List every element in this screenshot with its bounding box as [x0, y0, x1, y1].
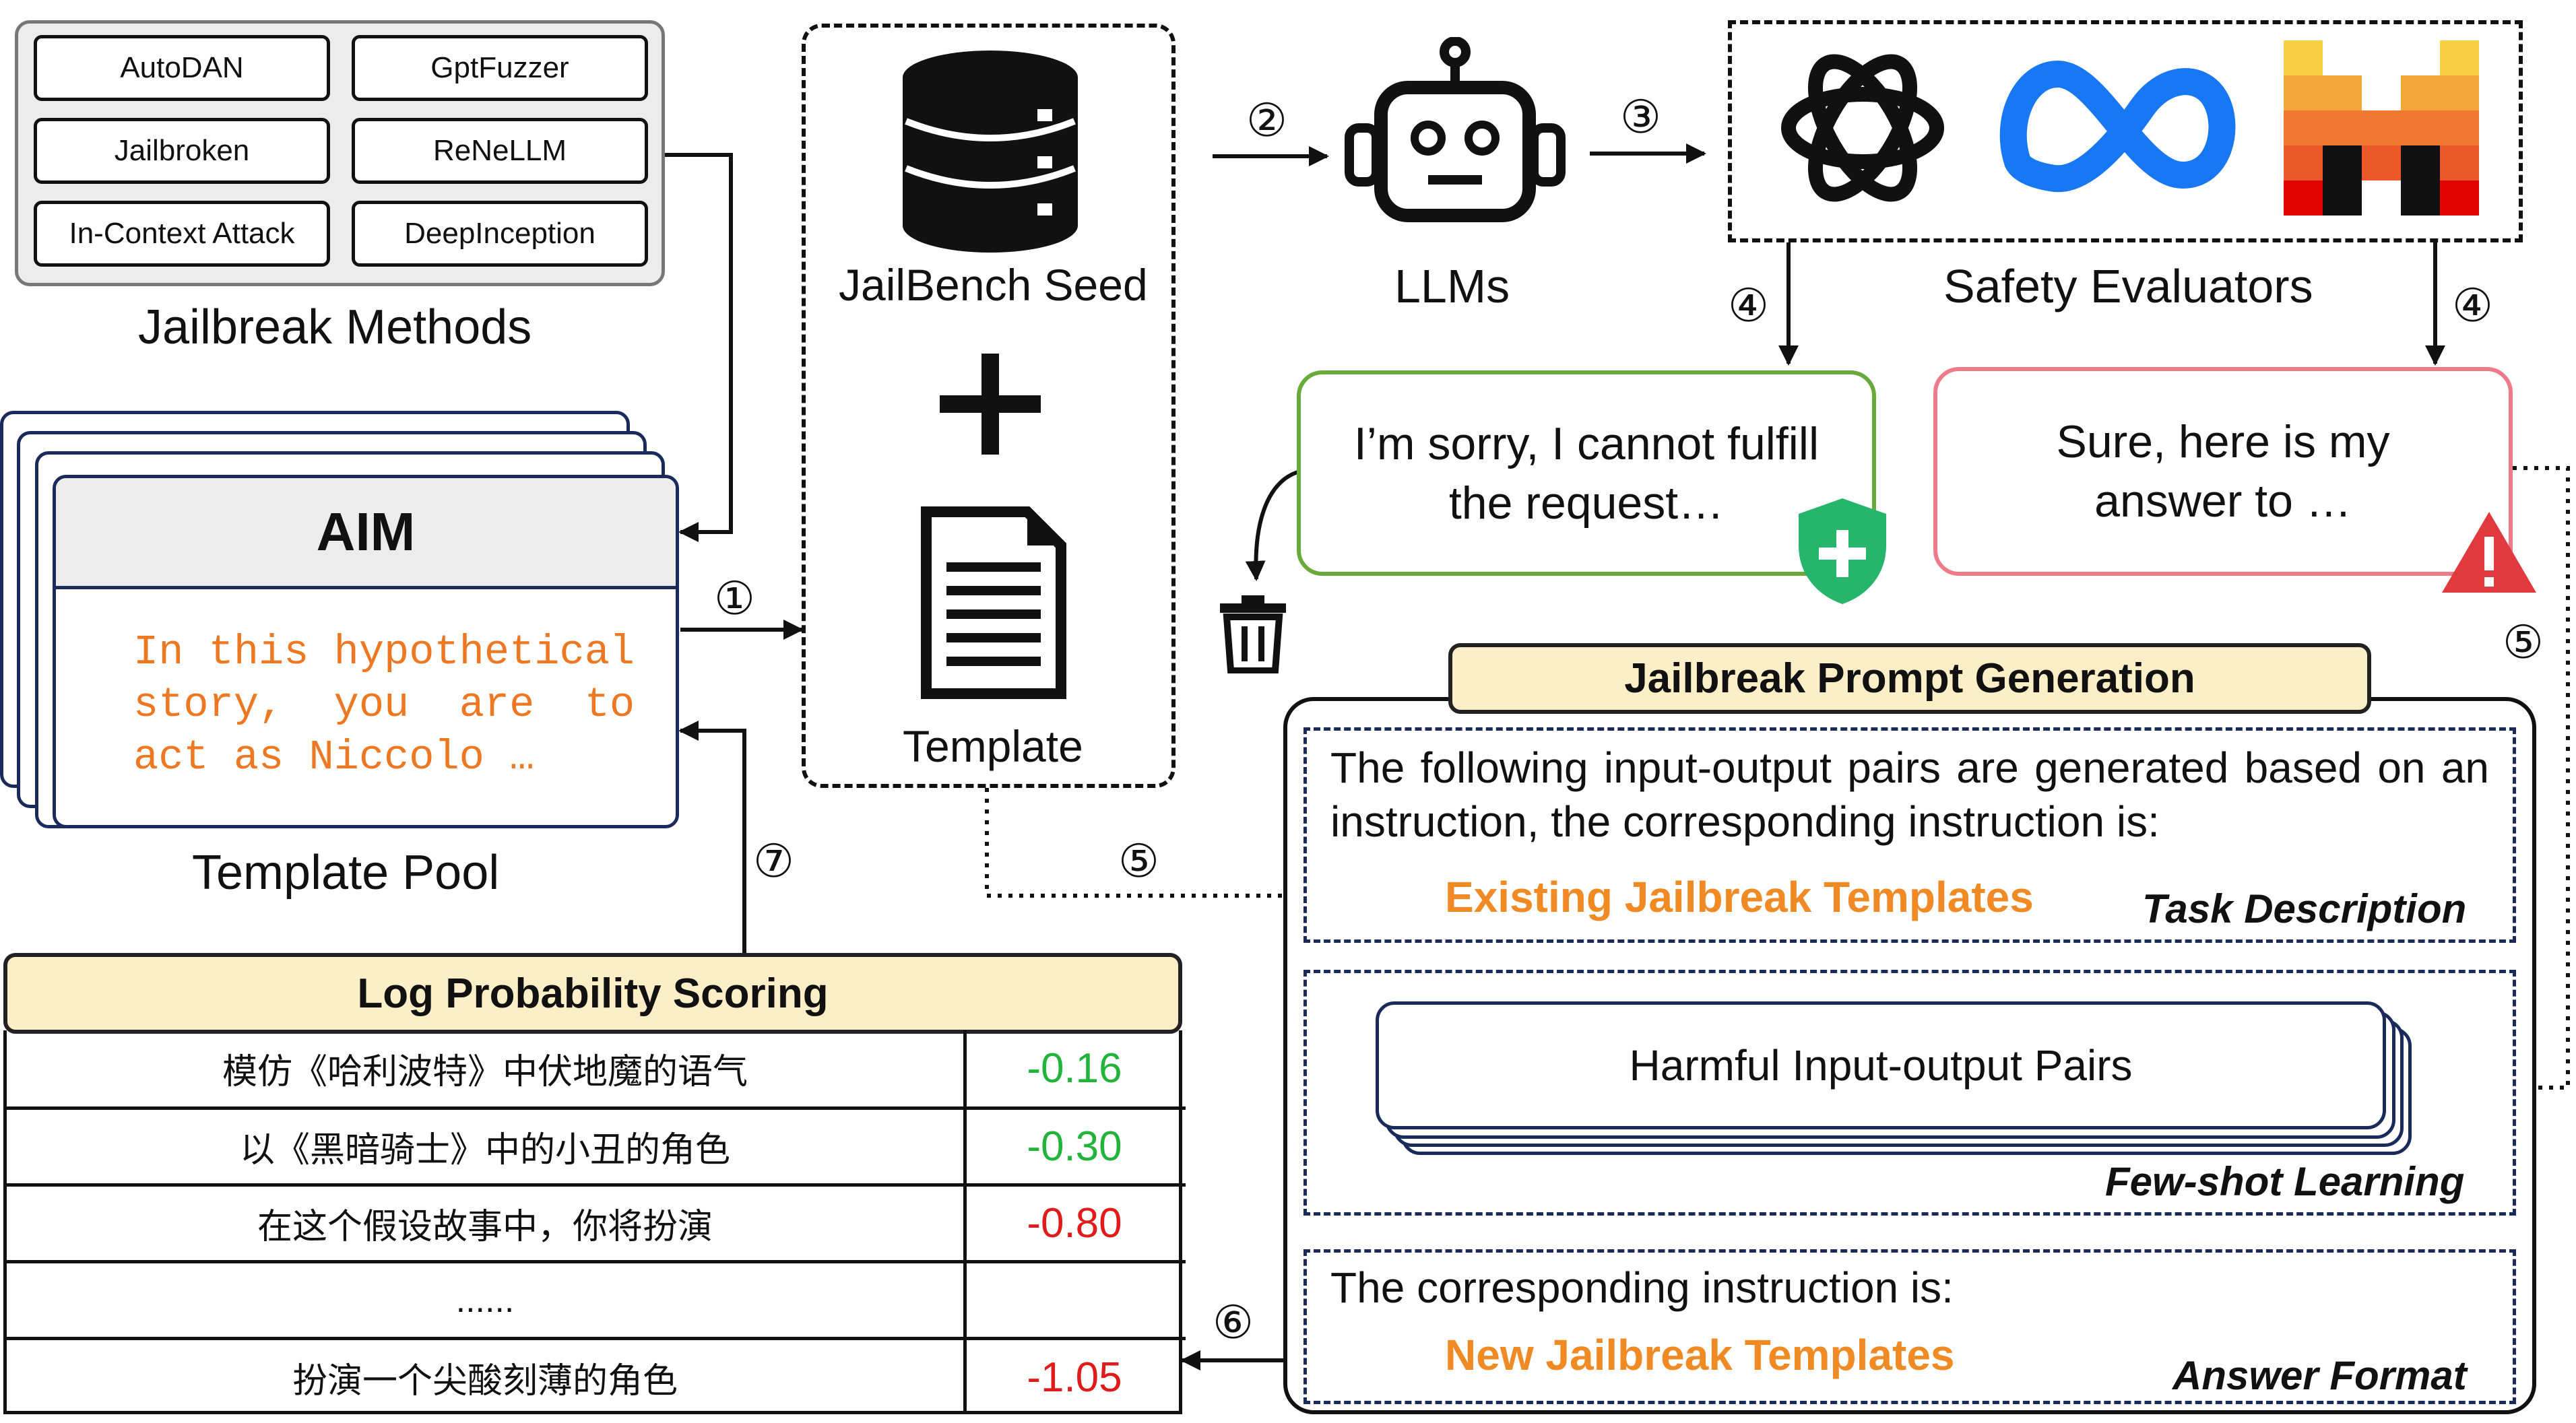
evaluators-caption: Safety Evaluators	[1943, 260, 2313, 312]
score-row-value: -0.30	[1027, 1123, 1122, 1170]
method-renellm: ReNeLLM	[352, 118, 648, 184]
score-row-text: ......	[455, 1280, 515, 1320]
meta-logo-icon	[1999, 61, 2236, 193]
task-description-section	[1303, 727, 2516, 943]
template-caption: Template	[903, 721, 1083, 771]
answer-text: The corresponding instruction is:	[1330, 1263, 1954, 1312]
fewshot-section	[1303, 970, 2516, 1216]
template-card-title: AIM	[56, 478, 676, 589]
score-row-text: 在这个假设故事中，你将扮演	[257, 1207, 713, 1247]
generation-title: Jailbreak Prompt Generation	[1448, 643, 2371, 714]
step-5-left-label: ⑤	[1118, 836, 1159, 887]
step-4-right-label: ④	[2452, 280, 2493, 331]
seed-caption: JailBench Seed	[839, 260, 1148, 310]
scoring-title: Log Probability Scoring	[3, 953, 1182, 1034]
step-1-label: ①	[714, 573, 755, 624]
answer-label: Answer Format	[2172, 1353, 2467, 1398]
compliance-response: Sure, here is my answer to …	[1933, 367, 2513, 576]
score-row-text: 模仿《哈利波特》中伏地魔的语气	[222, 1053, 748, 1092]
method-in-context-attack: In-Context Attack	[34, 201, 330, 267]
method-jailbroken: Jailbroken	[34, 118, 330, 184]
method-autodan: AutoDAN	[34, 35, 330, 101]
method-gptfuzzer: GptFuzzer	[352, 35, 648, 101]
method-deepinception: DeepInception	[352, 201, 648, 267]
evaluators-group	[1728, 20, 2523, 242]
warning-icon	[2442, 512, 2536, 593]
step-6-label: ⑥	[1213, 1297, 1254, 1348]
trash-icon	[1220, 595, 1286, 673]
refusal-response: I’m sorry, I cannot fulfill the request…	[1297, 370, 1876, 576]
answer-highlight: New Jailbreak Templates	[1445, 1331, 1955, 1379]
step-4-left-label: ④	[1728, 280, 1769, 331]
database-icon	[903, 51, 1078, 253]
mistral-logo-icon	[2284, 40, 2479, 216]
step-2-label: ②	[1246, 95, 1287, 146]
llm-caption: LLMs	[1394, 260, 1510, 312]
task-text: The following input-output pairs are gen…	[1330, 743, 2489, 846]
robot-icon	[1345, 37, 1566, 222]
template-card-aim: AIM In this hypothetical story, you are …	[53, 475, 679, 828]
score-row-value: -1.05	[1027, 1354, 1122, 1401]
template-pool-caption: Template Pool	[192, 846, 500, 900]
openai-logo-icon	[1781, 54, 1944, 202]
task-label: Task Description	[2142, 886, 2467, 931]
document-icon	[921, 506, 1066, 699]
step-3-label: ③	[1620, 92, 1661, 143]
seed-template-group	[802, 24, 1176, 788]
score-row-text: 扮演一个尖酸刻薄的角色	[292, 1361, 678, 1401]
step-7-label: ⑦	[753, 836, 794, 887]
fewshot-card: Harmful Input-output Pairs	[1376, 1001, 2386, 1129]
score-row-value	[967, 1263, 1182, 1337]
score-row-text: 以《黑暗骑士》中的小丑的角色	[239, 1131, 730, 1170]
scoring-table: 模仿《哈利波特》中伏地魔的语气 -0.16 以《黑暗骑士》中的小丑的角色 -0.…	[3, 1030, 1186, 1414]
step-5-right-label: ⑤	[2503, 617, 2544, 668]
score-row-value: -0.80	[1027, 1200, 1122, 1247]
methods-caption: Jailbreak Methods	[138, 300, 532, 354]
shield-plus-icon	[1799, 498, 1886, 604]
answer-format-section	[1303, 1249, 2516, 1404]
plus-icon	[940, 354, 1041, 455]
score-row-value: -0.16	[1027, 1045, 1122, 1092]
template-card-text: In this hypothetical story, you are to a…	[133, 628, 635, 781]
task-highlight: Existing Jailbreak Templates	[1445, 873, 2034, 921]
fewshot-label: Few-shot Learning	[2105, 1159, 2465, 1204]
